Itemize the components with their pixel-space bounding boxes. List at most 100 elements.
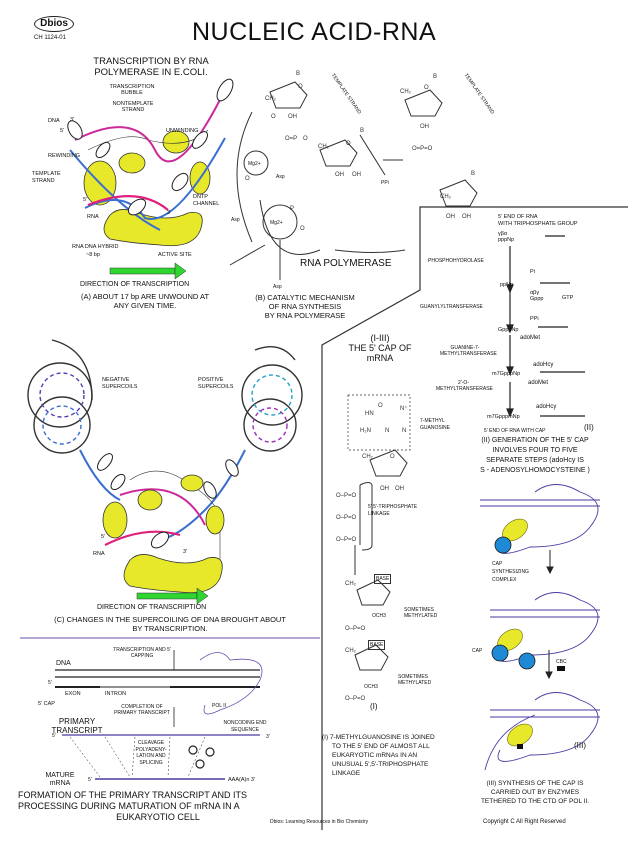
label-mg-2: Mg2+ (270, 220, 283, 226)
label-adomet-2: adoMet (528, 380, 549, 386)
svg-text:OH: OH (335, 172, 344, 178)
svg-text:N⁺: N⁺ (400, 405, 408, 412)
label-m7gpppmnp: m7GpppmNp (487, 414, 520, 420)
label-d-5prime: 5' (48, 680, 52, 686)
label-sometimes-methylated-1: SOMETIMES METHYLATED (404, 607, 438, 619)
svg-text:O: O (298, 84, 303, 90)
svg-text:O: O (245, 176, 250, 182)
label-ppi: PPi (381, 180, 389, 186)
page-title: NUCLEIC ACID-RNA (192, 18, 437, 46)
label-mature-mrna: MATURE mRNA (45, 772, 75, 787)
panel-ii-caption: (II) GENERATION OF THE 5' CAP INVOLVES F… (480, 437, 590, 474)
svg-text:OH: OH (420, 124, 429, 130)
label-2o-methyltransferase: 2'-O- METHYLTRANSFERASE (436, 380, 493, 392)
label-roman-ii: (II) (584, 423, 594, 432)
label-dna: DNA (48, 118, 60, 124)
label-cleavage: CLEAVAGE POLYADENY- LATION AND SPLICING (135, 740, 167, 766)
label-rna-polymerase: RNA POLYMERASE (300, 258, 392, 269)
svg-text:O: O (300, 226, 305, 232)
label-cap-synthesizing-complex: CAP SYNTHESIZING COMPLEX (492, 561, 529, 583)
label-guanine-methyltransferase: GUANINE-7- METHYLTRANSFERASE (440, 345, 497, 357)
panel-b-chemistry (229, 81, 478, 280)
label-template-strand: TEMPLATE STRAND (32, 171, 61, 184)
svg-text:B: B (471, 171, 475, 177)
svg-text:O=P: O=P (285, 136, 297, 142)
label-och3-1: OCH3 (372, 613, 386, 619)
panel-d-lines (55, 650, 260, 780)
label-c-rna-3prime: 3' (183, 549, 188, 555)
svg-text:CH₂: CH₂ (440, 194, 452, 200)
label-rna-3prime: 3' (167, 210, 172, 216)
panel-d-caption: FORMATION OF THE PRIMARY TRANSCRIPT AND … (18, 790, 248, 822)
svg-text:OH: OH (395, 486, 404, 492)
label-poly-a: AAA(A)n 3' (228, 777, 256, 783)
svg-text:O–P=O: O–P=O (336, 515, 357, 521)
label-guanylyltransferase: GUANYLYLTRANSFERASE (420, 304, 483, 310)
label-adomet-1: adoMet (520, 335, 541, 341)
svg-text:O: O (303, 136, 308, 142)
svg-text:O: O (378, 403, 383, 409)
label-5-cap: 5' CAP (38, 701, 55, 707)
label-mg-1: Mg2+ (248, 161, 261, 167)
svg-text:B: B (360, 128, 364, 134)
label-intron: INTRON (105, 691, 127, 697)
label-cap: CAP (472, 648, 483, 654)
label-5-end-rna: 5' END OF RNA WITH TRIPHOSPHATE GROUP (498, 214, 578, 227)
svg-text:B: B (433, 74, 437, 80)
label-gtp: GTP (562, 295, 574, 301)
label-negative-supercoils: NEGATIVE SUPERCOILS (102, 377, 138, 390)
label-c-rna-5prime: 5' (101, 534, 106, 540)
svg-text:O: O (390, 454, 395, 460)
label-transcription-bubble: TRANSCRIPTION BUBBLE (109, 84, 155, 96)
label-phosphohydrolase: PHOSPHOHYDROLASE (428, 258, 484, 264)
label-base-2: BASE (368, 640, 386, 650)
label-completion: COMPLETION OF PRIMARY TRANSCRIPT (114, 704, 170, 716)
chart-code: CH 1124-01 (34, 35, 66, 41)
label-nontemplate-strand: NONTEMPLATE STRAND (112, 101, 154, 113)
svg-text:OH: OH (446, 214, 455, 220)
label-hybrid-bp: ~8 bp (86, 252, 100, 258)
label-asp-2: Asp (273, 284, 282, 290)
label-asp-1: Asp (231, 217, 240, 223)
svg-text:CH₂: CH₂ (345, 581, 357, 587)
label-pol-ii: POL II (212, 703, 226, 709)
label-och3-2: OCH3 (364, 684, 378, 690)
label-rna-dna-hybrid: RNA DNA HYBRID (72, 244, 119, 250)
label-dna-5prime: 5' (60, 128, 65, 134)
label-c-rna: RNA (93, 551, 105, 557)
panel-a-title: TRANSCRIPTION BY RNA POLYMERASE IN E.Col… (93, 56, 209, 78)
label-m7gpppnp: m7GpppNp (492, 371, 521, 377)
svg-text:N: N (385, 428, 389, 434)
svg-text:O–P=O: O–P=O (345, 626, 366, 632)
label-base-1: BASE (374, 574, 392, 584)
label-adohcy-1: adoHcy (533, 362, 554, 368)
svg-text:B: B (296, 71, 300, 77)
panel-ii-arrows (506, 235, 585, 418)
direction-arrow-c (136, 587, 209, 605)
svg-text:CH₂: CH₂ (265, 96, 277, 102)
svg-text:N: N (402, 428, 406, 434)
label-ppnp: ppNp (500, 282, 514, 288)
svg-text:O–P=O: O–P=O (336, 537, 357, 543)
direction-arrow-a (109, 262, 187, 280)
label-pi: Pi (530, 269, 535, 275)
label-5-end-with-cap: 5' END OF RNA WITH CAP (484, 428, 546, 434)
panel-a-direction: DIRECTION OF TRANSCRIPTION (80, 281, 190, 288)
cap-heading: (I-III) THE 5' CAP OF mRNA (348, 333, 412, 363)
svg-text:CH₂: CH₂ (362, 454, 374, 460)
label-noncoding-end: NONCODING END SEQUENCE (223, 720, 267, 733)
label-d-dna: DNA (56, 660, 71, 667)
svg-text:CH₂: CH₂ (318, 144, 330, 150)
label-pppnp: γβα pppNp (498, 231, 515, 243)
label-transcription-capping: TRANSCRIPTION AND 5' CAPPING (113, 647, 171, 659)
dbios-logo: Dbios (34, 16, 74, 32)
svg-text:O: O (346, 141, 351, 147)
label-asp-3: Asp (276, 174, 285, 180)
label-dna-3prime: 3' (70, 117, 75, 123)
panel-iii-sketches (480, 484, 600, 771)
label-sometimes-methylated-2: SOMETIMES METHYLATED (398, 674, 432, 686)
label-triphosphate-linkage: 5',5'-TRIPHOSPHATE LINKAGE (368, 504, 418, 517)
svg-text:O–P=O: O–P=O (336, 493, 357, 499)
label-ppi-2: PPi (530, 316, 539, 322)
